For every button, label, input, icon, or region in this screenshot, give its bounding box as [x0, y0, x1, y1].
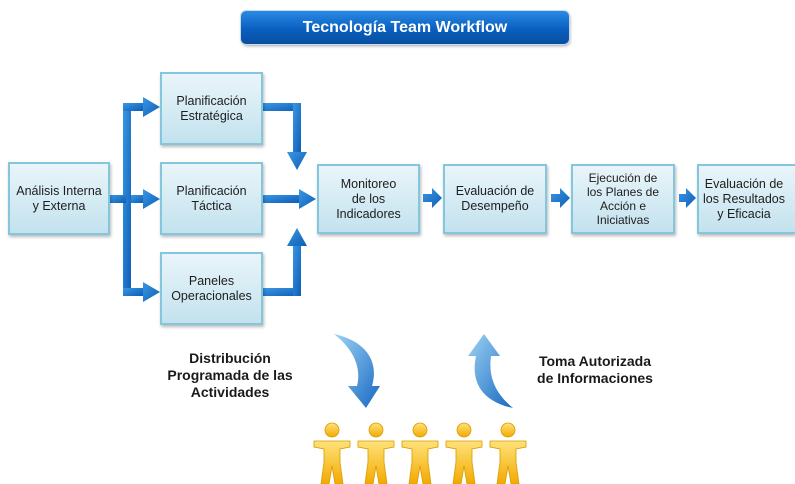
box-ejecucion-line: Ejecución de: [588, 171, 658, 185]
diagram-title: Tecnología Team Workflow: [241, 11, 569, 44]
box-tactica-line: Táctica: [191, 198, 232, 213]
caption-toma-line: de Informaciones: [537, 370, 653, 386]
box-ejecucion-line: Acción e: [599, 199, 646, 213]
box-paneles-line: Paneles: [188, 273, 235, 288]
box-monitoreo-line: Indicadores: [336, 206, 401, 221]
box-evaluacion-line: Desempeño: [461, 199, 529, 213]
box-paneles-line: Operacionales: [171, 288, 252, 303]
curved-arrow-down-icon: [334, 334, 380, 408]
caption-distribucion-line: Distribución: [189, 350, 271, 366]
box-estrategica-line: Planificación: [176, 93, 247, 108]
caption-distribucion: Distribución Programada de las Actividad…: [150, 350, 310, 401]
caption-toma-line: Toma Autorizada: [538, 353, 651, 369]
box-monitoreo-line: de los: [351, 191, 386, 206]
box-monitoreo-line: Monitoreo: [340, 176, 397, 191]
box-resultados-line: Evaluación de: [704, 176, 784, 191]
caption-distribucion-line: Actividades: [190, 384, 270, 400]
merge-arrows: [263, 103, 316, 296]
box-estrategica-line: Estratégica: [180, 108, 243, 123]
caption-toma-autorizada: Toma Autorizada de Informaciones: [520, 353, 670, 387]
box-analisis-line: y Externa: [32, 198, 86, 213]
box-ejecucion-line: los Planes de: [586, 185, 660, 199]
curved-arrow-up-icon: [468, 334, 513, 408]
box-evaluacion-line: Evaluación de: [455, 184, 535, 198]
people-group-icon: [313, 422, 527, 484]
box-ejecucion-line: Iniciativas: [596, 213, 650, 227]
box-tactica-line: Planificación: [176, 183, 247, 198]
box-analisis-line: Análisis Interna: [16, 183, 102, 198]
box-resultados-line: los Resultados: [703, 191, 785, 206]
caption-distribucion-line: Programada de las: [167, 367, 293, 383]
box-resultados-line: y Eficacia: [717, 206, 771, 221]
sequence-arrows: [423, 188, 696, 208]
fan-out-arrows: [110, 97, 160, 302]
